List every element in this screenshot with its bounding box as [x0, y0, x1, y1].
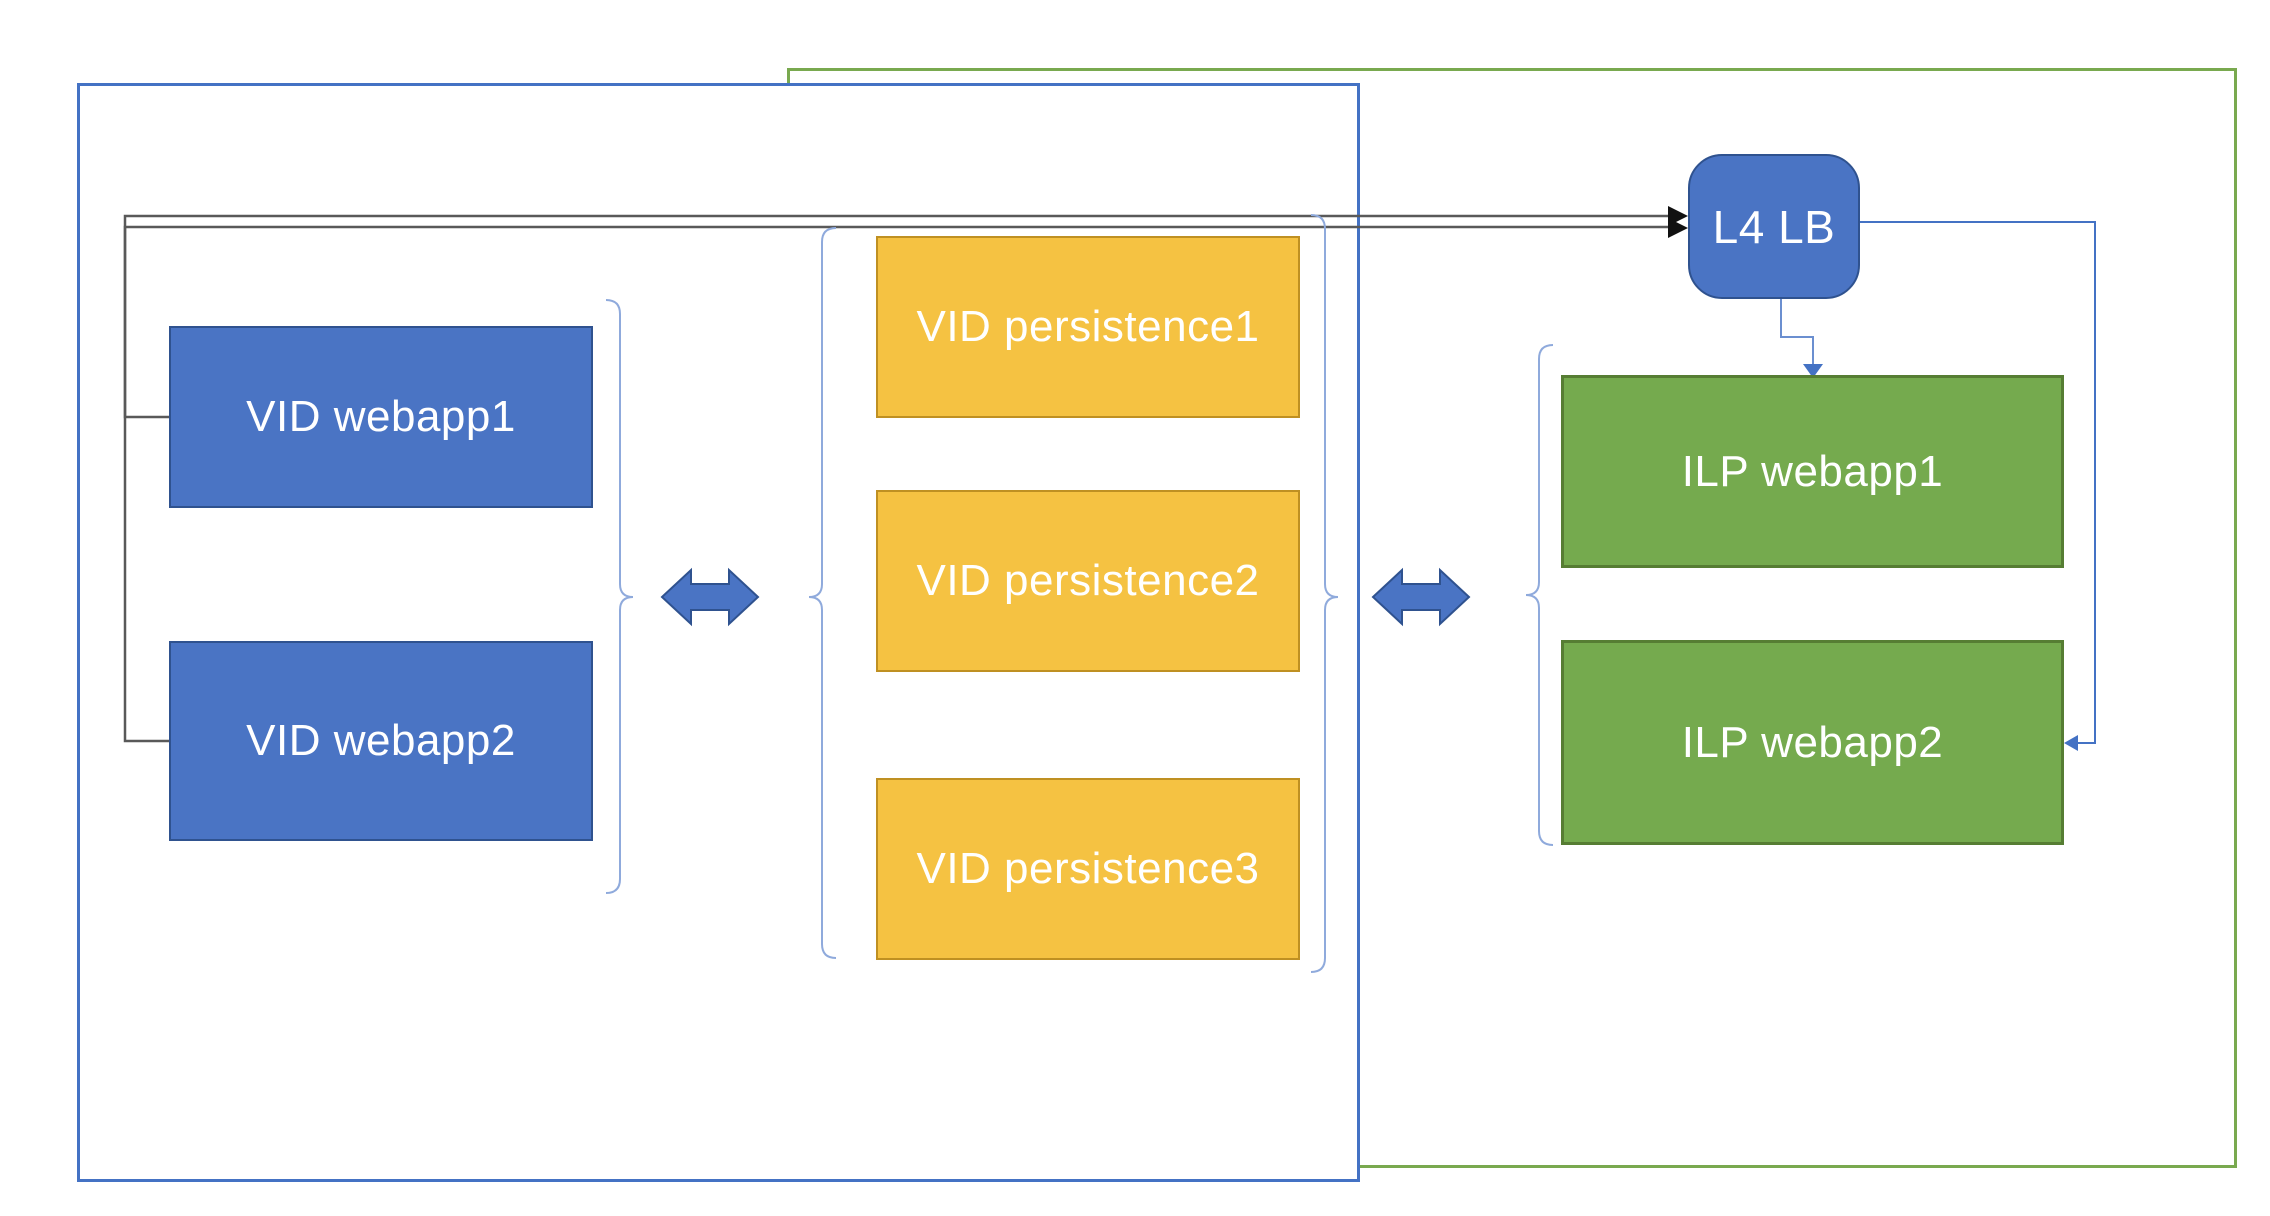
brace-right-vid-persistence-group	[1310, 214, 1339, 973]
double-arrow-persistence-ilp[interactable]	[1371, 567, 1471, 627]
node-vid-webapp1[interactable]: VID webapp1	[169, 326, 593, 508]
node-vid-persistence3-label: VID persistence3	[916, 844, 1260, 893]
node-ilp-webapp2-label: ILP webapp2	[1681, 717, 1944, 767]
double-arrow-webapp-persistence[interactable]	[660, 567, 760, 627]
node-l4-lb[interactable]: L4 LB	[1688, 154, 1860, 299]
node-vid-webapp1-label: VID webapp1	[246, 392, 516, 441]
arrowhead-into-ilp-webapp2	[2064, 735, 2078, 751]
node-ilp-webapp1[interactable]: ILP webapp1	[1561, 375, 2064, 568]
node-vid-webapp2-label: VID webapp2	[246, 716, 516, 765]
brace-left-ilp-webapp-group	[1525, 344, 1554, 846]
node-vid-persistence3[interactable]: VID persistence3	[876, 778, 1300, 960]
node-vid-persistence1-label: VID persistence1	[916, 302, 1260, 351]
node-vid-persistence1[interactable]: VID persistence1	[876, 236, 1300, 418]
arrowhead-into-ilp-webapp1	[1803, 364, 1823, 378]
node-ilp-webapp1-label: ILP webapp1	[1681, 446, 1944, 496]
node-ilp-webapp2[interactable]: ILP webapp2	[1561, 640, 2064, 845]
brace-right-vid-webapp-group	[605, 299, 634, 894]
connector-l4lb-to-ilp-webapp2	[1860, 221, 2096, 744]
node-vid-persistence2-label: VID persistence2	[916, 556, 1260, 605]
brace-left-vid-persistence-group	[808, 227, 837, 959]
node-vid-persistence2[interactable]: VID persistence2	[876, 490, 1300, 672]
connector-l4lb-to-ilp-webapp1	[1780, 299, 1814, 364]
arrowhead-into-l4lb-bottom	[1668, 218, 1688, 238]
connector-vid-webapp2-to-l4lb	[123, 225, 1670, 743]
node-vid-webapp2[interactable]: VID webapp2	[169, 641, 593, 841]
node-l4-lb-label: L4 LB	[1712, 200, 1836, 253]
